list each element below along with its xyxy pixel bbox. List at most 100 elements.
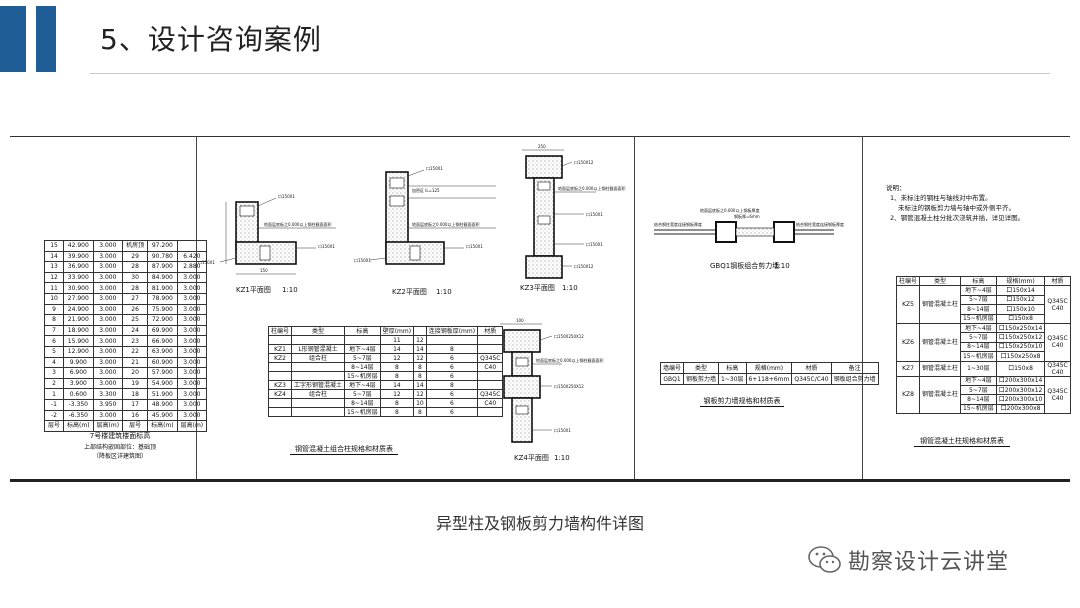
table-cell: 5 — [43, 345, 65, 358]
kz1-tag-left: 口150X1 — [198, 260, 215, 265]
kz2-lae: 加密区 lL=125 — [412, 187, 440, 193]
table-cell: 15.900 — [63, 335, 94, 347]
watermark: 勘察设计云讲堂 — [808, 544, 1009, 576]
table-cell: 8~14层 — [960, 341, 997, 353]
table-cell: 20 — [122, 367, 149, 379]
table-cell: 标高(m) — [147, 420, 178, 432]
gbq-note-thk: 钢板厚=6mm — [734, 213, 760, 219]
table-cell: 3.000 — [176, 367, 208, 379]
table-cell: 1~30层 — [960, 360, 997, 377]
column-type: 钢管混凝土柱 — [919, 285, 962, 324]
table-header-cell: 标高 — [960, 275, 997, 287]
table-cell: 90.780 — [147, 250, 178, 263]
table-cell: Q345C — [477, 353, 504, 363]
table-cell: 3.000 — [92, 377, 124, 390]
table-header-cell: 柱编号 — [267, 326, 293, 336]
table-cell: 57.900 — [147, 367, 178, 379]
kz4-dim-100: 100 — [516, 318, 524, 323]
table-header-cell: 墙编号 — [659, 362, 685, 374]
table-cell — [291, 362, 346, 372]
kz3-tag-top: 口150X12 — [574, 160, 594, 165]
table-cell: 口150x250x8 — [995, 351, 1046, 362]
gbq-note-left: 结合钢柱宽度连接钢板厚度 — [654, 221, 702, 227]
table-cell: 8 — [379, 407, 415, 417]
table-cell: 3.000 — [92, 240, 124, 252]
table-header-cell: 11 — [379, 335, 415, 345]
table-cell — [267, 398, 293, 408]
table-header-cell: 材质 — [477, 326, 504, 336]
table-cell: 8 — [379, 371, 415, 381]
table-header-cell: 类型 — [291, 326, 346, 336]
title-divider — [90, 73, 1050, 74]
kz1-note: 地面层底板之0.000以上钢柱截面面积 — [264, 221, 331, 227]
table-cell: 8~14层 — [344, 398, 381, 408]
table-cell: 48.900 — [147, 398, 178, 411]
kz2-tag-left: 口150X1 — [354, 258, 371, 263]
notes-title: 说明： — [886, 184, 906, 192]
table-cell: 17 — [122, 398, 149, 411]
table-header-cell — [267, 335, 293, 345]
table-cell: 15~机房层 — [960, 351, 997, 362]
table-header-cell: 材质 — [1044, 275, 1071, 287]
table-cell: 42.900 — [63, 240, 94, 252]
table-cell: 口150x12 — [995, 294, 1046, 306]
table-cell: 0.600 — [63, 388, 94, 400]
table-cell: 3.000 — [92, 250, 124, 263]
table-cell: 28 — [122, 282, 149, 294]
table-cell: 层号 — [43, 420, 65, 432]
table-cell: 66.900 — [147, 335, 178, 347]
kz2-plan: 口150X1 加密区 lL=125 地面层底板之0.000以上钢柱截面面积 口1… — [354, 166, 496, 296]
kz4-scale: 1:10 — [554, 454, 570, 462]
kz2-label: KZ2平面图 — [392, 288, 427, 296]
table-cell — [291, 398, 346, 408]
table-cell — [477, 380, 504, 390]
table-cell: 3.000 — [176, 303, 208, 316]
table-cell: 12 — [413, 389, 427, 399]
kz1-label: KZ1平面图 — [236, 286, 271, 294]
table-cell: 5~7层 — [960, 384, 997, 396]
kz4-tag-top: 口150X250X12 — [554, 334, 584, 339]
table-cell: 22 — [122, 345, 149, 358]
kz3-dim-250: 250 — [538, 144, 546, 149]
gbq-plan-label: GBQ1钢板组合剪力墙 — [710, 261, 779, 270]
material-line: Q345C — [1047, 335, 1068, 343]
kz1-plan: 口150X1 地面层底板之0.000以上钢柱截面面积 口150X1 口150X1… — [198, 194, 336, 294]
table-cell: 15~机房层 — [960, 403, 997, 415]
table-cell — [291, 407, 346, 417]
table-cell: 60.900 — [147, 356, 178, 369]
table-cell: 3.950 — [92, 398, 124, 411]
table-cell: 口150x250x14 — [995, 322, 1046, 334]
table-cell: 口150x8 — [995, 313, 1046, 324]
table-cell: 层高(m) — [92, 420, 124, 432]
table-cell: 36.900 — [63, 261, 94, 273]
kz4-tag-mid: 口150X250X12 — [554, 384, 584, 389]
elevation-table-note-1: 上部结构嵌固部位：基础顶 — [83, 444, 156, 451]
table-cell: 3.000 — [92, 292, 124, 305]
table-cell: 12.900 — [63, 345, 94, 358]
kz4-tag-bot: 口150X1 — [554, 428, 571, 433]
table-cell: KZ4 — [267, 389, 293, 399]
table-cell: 口200x300x14 — [995, 375, 1046, 386]
table-cell: 4 — [43, 356, 65, 369]
kz3-scale: 1:10 — [562, 284, 578, 292]
table-cell — [291, 371, 346, 381]
table-cell: 3.000 — [92, 356, 124, 369]
table-cell: 16 — [122, 409, 149, 422]
table-header-cell: 连接钢板厚(mm) — [425, 326, 479, 336]
table-cell: 72.900 — [147, 314, 178, 326]
table-cell: 78.900 — [147, 292, 178, 305]
kz4-note: 地面层底板之0.000以上钢柱截面面积 — [536, 357, 603, 363]
table-cell: 23 — [122, 335, 149, 347]
